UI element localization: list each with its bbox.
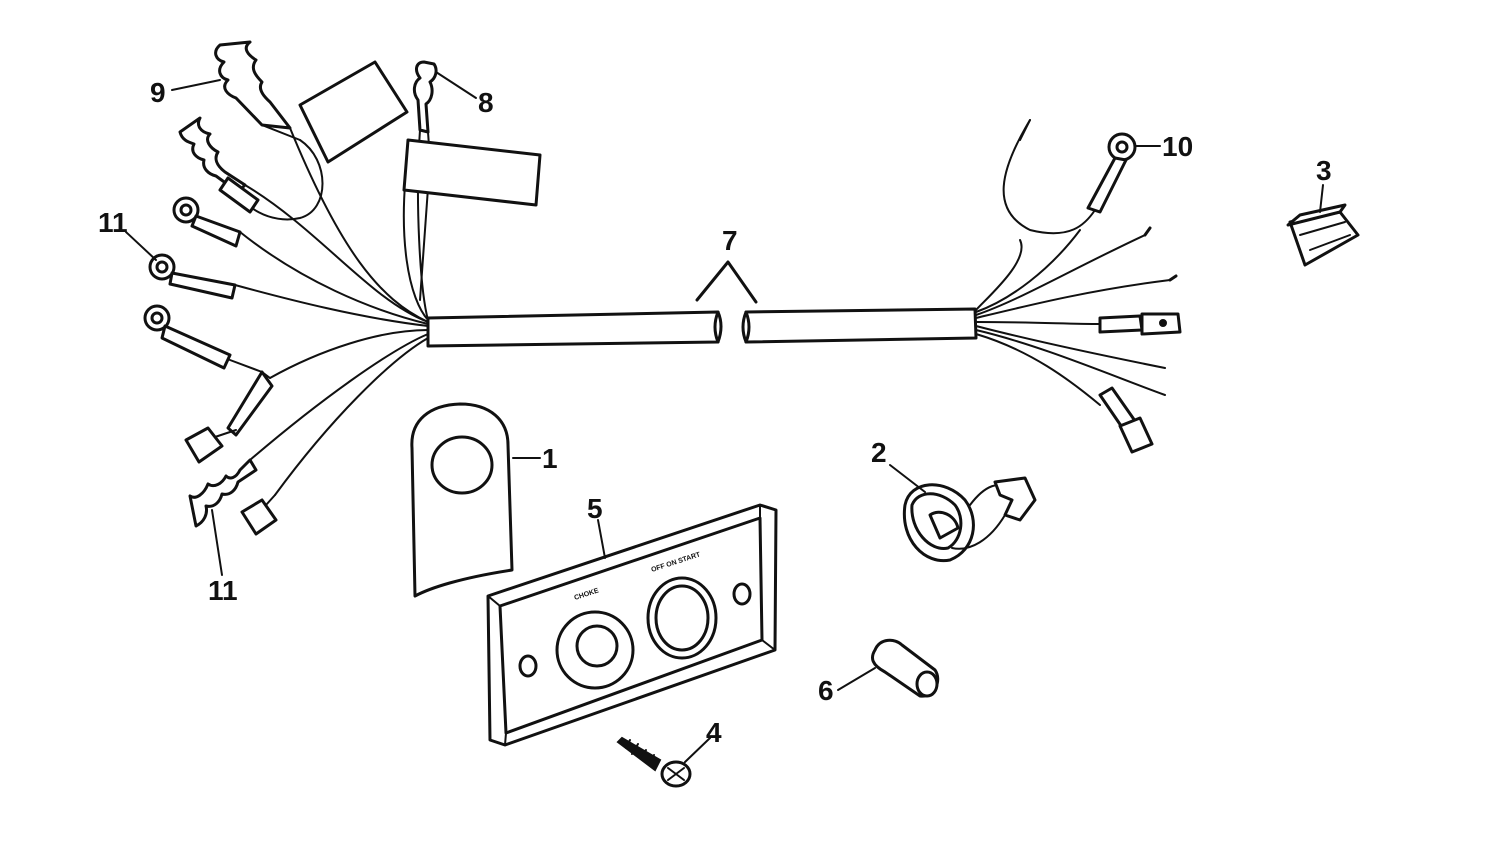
screw — [616, 736, 692, 788]
callout-2: 2 — [871, 437, 887, 468]
callout-9: 9 — [150, 77, 166, 108]
callout-numbers: 1 2 3 4 5 6 7 8 9 10 11 11 — [98, 77, 1332, 748]
wire-nut — [1286, 203, 1360, 267]
callout-1: 1 — [542, 443, 558, 474]
leader-lines — [125, 71, 1324, 763]
callout-11-upper: 11 — [98, 207, 128, 238]
callout-4: 4 — [706, 717, 722, 748]
callout-6: 6 — [818, 675, 834, 706]
switch-panel: CHOKE OFF ON START — [486, 503, 778, 747]
callout-11-lower: 11 — [208, 575, 238, 606]
callout-3: 3 — [1316, 155, 1332, 186]
callout-8: 8 — [478, 87, 494, 118]
insulating-sleeve — [871, 638, 940, 698]
grommet-clamp — [902, 476, 1037, 563]
callout-7: 7 — [722, 225, 738, 256]
mounting-bracket — [410, 402, 514, 598]
callout-10: 10 — [1162, 131, 1193, 162]
callout-5: 5 — [587, 493, 603, 524]
wiring-harness — [143, 40, 1182, 536]
